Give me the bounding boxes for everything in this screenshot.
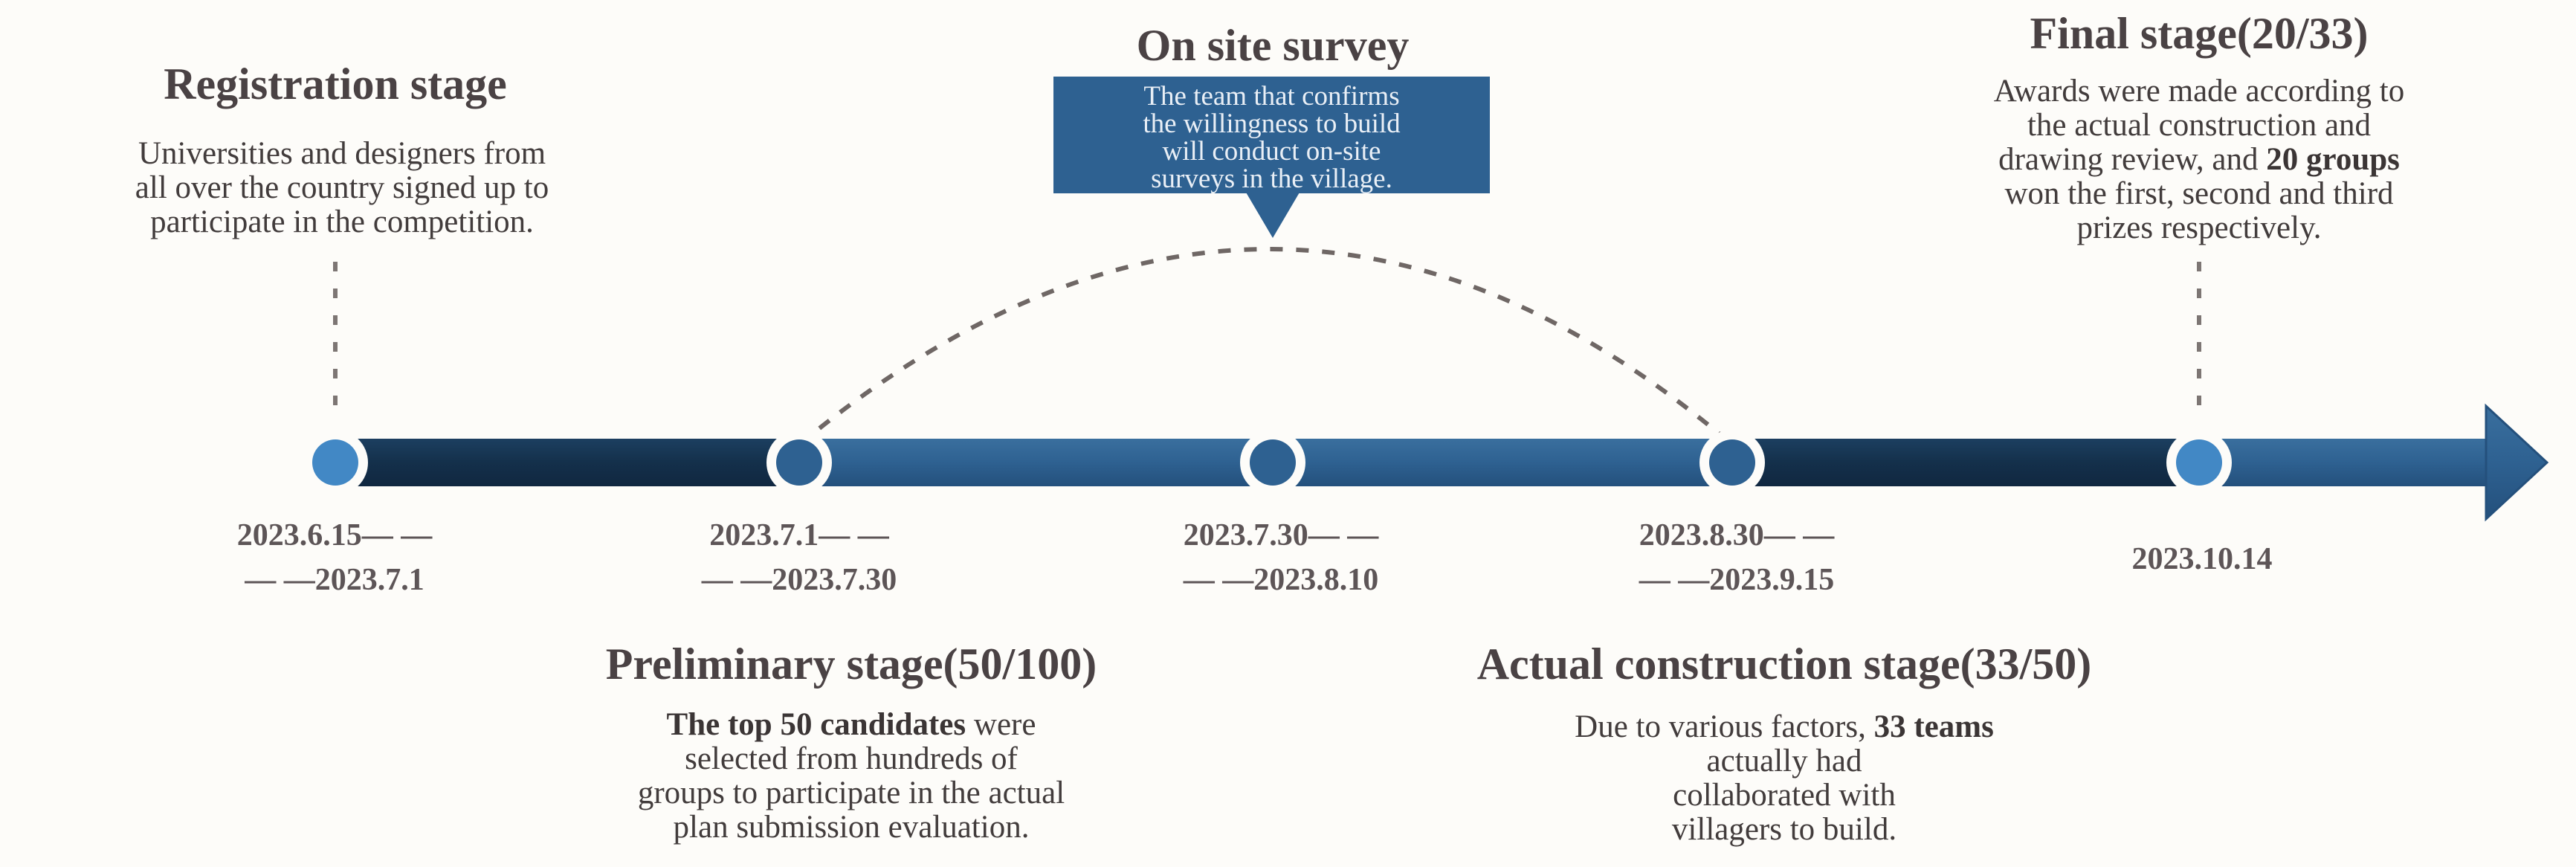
date-range-preliminary: 2023.7.1— —— —2023.7.30 [701, 518, 897, 597]
timeline-dot-construction [1699, 430, 1765, 495]
dashed-arc-survey-span [798, 247, 1734, 447]
timeline-arrow-head [2485, 403, 2549, 522]
date-range-construction: 2023.8.30— —— —2023.9.15 [1639, 518, 1835, 597]
timeline-dot-preliminary [766, 430, 832, 495]
stage-title-registration: Registration stage [164, 59, 507, 109]
date-range-registration: 2023.6.15— —— —2023.7.1 [236, 518, 433, 597]
date-final: 2023.10.14 [2131, 542, 2273, 576]
timeline-dot-registration [303, 430, 368, 495]
stage-title-preliminary: Preliminary stage(50/100) [605, 639, 1097, 689]
timeline-dot-survey [1240, 430, 1305, 495]
callout-pointer [1243, 187, 1302, 238]
timeline-segment-construction [1732, 439, 2199, 486]
timeline-segment-final [2199, 439, 2491, 486]
stage-title-survey: On site survey [1136, 21, 1410, 70]
stage-title-construction: Actual construction stage(33/50) [1476, 639, 2092, 689]
timeline-segment-registration [335, 439, 799, 486]
timeline-dot-final [2166, 430, 2232, 495]
date-range-survey: 2023.7.30— —— —2023.8.10 [1183, 518, 1379, 597]
stage-title-final: Final stage(20/33) [2030, 9, 2369, 58]
